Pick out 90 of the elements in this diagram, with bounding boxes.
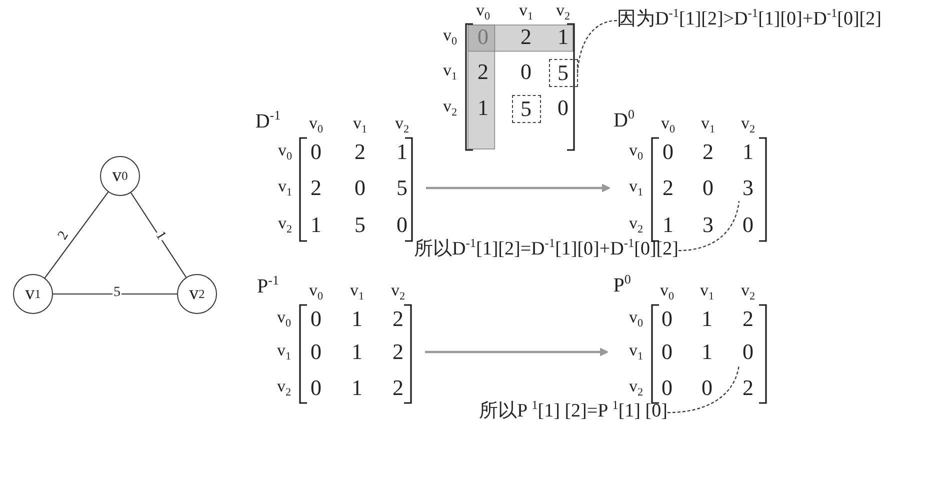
matrix-cell: 2 (392, 341, 404, 363)
matrix-cell: 0 (662, 141, 674, 163)
leader-line (576, 20, 618, 74)
matrix-cell: 1 (478, 97, 488, 119)
matrix-cell: 1 (352, 377, 362, 399)
arrow (425, 348, 608, 356)
matrix-cell: 0 (742, 341, 754, 363)
matrix-cell: 1 (352, 341, 362, 363)
matrix-title: D$^{0}$ (614, 108, 634, 130)
column-label: v$_{2}$ (556, 1, 570, 23)
matrix-cell: 0 (310, 341, 322, 363)
column-label: v$_{0}$ (308, 114, 324, 136)
matrix-cell: 1 (352, 308, 362, 330)
matrix-cell: 0 (558, 97, 568, 119)
graph-edge (130, 192, 187, 278)
matrix-cell: 3 (742, 177, 754, 199)
matrix-cell: 0 (662, 341, 672, 363)
row-label: v$_{1}$ (278, 177, 292, 199)
annotation-text: 因为D$^{-1}$[1][2]>D$^{-1}$[1][0]+D$^{-1}$[0][2] (617, 6, 882, 32)
row-label: v$_{1}$ (276, 341, 292, 363)
matrix-cell: 2 (310, 177, 322, 199)
matrix-cell: 2 (392, 377, 404, 399)
matrix-cell: 0 (662, 377, 672, 399)
row-label: v$_{1}$ (628, 177, 644, 199)
row-label: v$_{1}$ (628, 341, 644, 363)
matrix-title: D$^{-1}$ (255, 108, 281, 132)
matrix-cell: 0 (742, 214, 754, 236)
leader-line (678, 200, 740, 252)
matrix-cell: 0 (396, 214, 408, 236)
graph-edge (44, 192, 109, 278)
matrix-cell: 1 (558, 26, 568, 48)
arrow (426, 184, 610, 192)
matrix-cell: 0 (702, 377, 712, 399)
column-label: v$_{2}$ (394, 114, 410, 136)
matrix-cell: 1 (742, 141, 754, 163)
row-label: v$_{0}$ (276, 308, 292, 330)
leader-line (667, 364, 740, 414)
matrix-cell: 5 (354, 214, 366, 236)
column-label: v$_{1}$ (700, 281, 714, 303)
row-label: v$_{2}$ (628, 377, 644, 399)
column-label: v$_{1}$ (350, 281, 364, 303)
row-label: v$_{2}$ (442, 97, 458, 119)
dashed-cell-box: 5 (512, 95, 540, 123)
annotation-text: 所以P $^{1}$[1] [2]=P $^{1}$[1] [0] (479, 398, 668, 424)
matrix-cell: 2 (520, 26, 532, 48)
graph-edge (53, 293, 177, 295)
row-label: v$_{2}$ (276, 377, 292, 399)
column-label: v$_{2}$ (390, 281, 406, 303)
matrix-cell: 2 (742, 377, 754, 399)
annotation-text: 所以D$^{-1}$[1][2]=D$^{-1}$[1][0]+D$^{-1}$[0][2] (414, 236, 678, 262)
matrix-cell: 0 (520, 61, 532, 83)
column-label: v$_{1}$ (352, 114, 368, 136)
row-label: v$_{1}$ (442, 61, 458, 83)
matrix-cell: 2 (354, 141, 366, 163)
column-label: v$_{2}$ (740, 114, 756, 136)
column-label: v$_{0}$ (476, 1, 490, 23)
column-label: v$_{0}$ (660, 114, 676, 136)
column-label: v$_{2}$ (740, 281, 756, 303)
column-label: v$_{0}$ (660, 281, 674, 303)
matrix-cell: 3 (702, 214, 714, 236)
matrix-cell: 1 (662, 214, 674, 236)
matrix-cell: 0 (478, 26, 488, 48)
matrix-cell: 2 (478, 61, 488, 83)
matrix-cell: 2 (662, 177, 674, 199)
matrix-cell: 0 (702, 177, 714, 199)
matrix-cell: 2 (702, 141, 714, 163)
matrix-cell: 2 (742, 308, 754, 330)
matrix-cell: 1 (396, 141, 408, 163)
column-label: v$_{0}$ (308, 281, 324, 303)
matrix-cell: 0 (310, 377, 322, 399)
column-label: v$_{1}$ (700, 114, 716, 136)
row-label: v$_{0}$ (278, 141, 292, 163)
row-label: v$_{0}$ (628, 141, 644, 163)
matrix-cell: 1 (310, 214, 322, 236)
dashed-cell-box: 5 (548, 59, 578, 87)
row-label: v$_{2}$ (628, 214, 644, 236)
matrix-cell: 2 (392, 308, 404, 330)
matrix-cell: 1 (702, 308, 712, 330)
row-label: v$_{0}$ (442, 26, 458, 48)
matrix-title: P$^{-1}$ (257, 274, 279, 296)
matrix-cell: 0 (310, 141, 322, 163)
matrix-cell: 0 (310, 308, 322, 330)
matrix-cell: 0 (354, 177, 366, 199)
row-label: v$_{2}$ (278, 214, 292, 236)
row-label: v$_{0}$ (628, 308, 644, 330)
column-label: v$_{1}$ (518, 1, 534, 23)
matrix-cell: 1 (702, 341, 712, 363)
matrix-cell: 5 (396, 177, 408, 199)
matrix-title: P$^{0}$ (613, 272, 631, 296)
matrix-cell: 0 (662, 308, 672, 330)
